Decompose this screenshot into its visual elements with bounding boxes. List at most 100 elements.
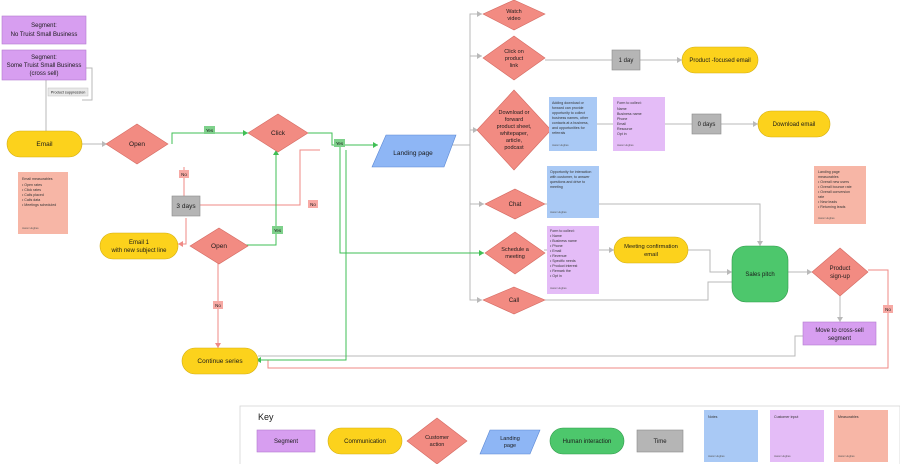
- email-measurables-note: Email measurables • Open rates • Click r…: [18, 172, 68, 234]
- key-notes: Notes Jason Hughes: [704, 410, 758, 462]
- connector-crosssell-continue: [258, 335, 806, 357]
- svg-text:Jason Hughes: Jason Hughes: [22, 226, 39, 230]
- landing-page-node[interactable]: Landing page: [371, 134, 457, 168]
- svg-text:No Truist Small Business: No Truist Small Business: [11, 32, 78, 38]
- svg-text:Watch: Watch: [506, 9, 521, 15]
- zero-days-timer[interactable]: 0 days: [691, 113, 722, 135]
- svg-text:• Calls placed: • Calls placed: [22, 193, 44, 197]
- svg-text:Opt in: Opt in: [617, 132, 627, 136]
- svg-text:• Product interest: • Product interest: [550, 264, 577, 268]
- svg-text:No: No: [310, 202, 316, 207]
- download-forward-action[interactable]: Download or forward product sheet, white…: [476, 89, 552, 171]
- meeting-confirmation-node[interactable]: Meeting confirmation email: [613, 236, 689, 264]
- edge-label-yes: [272, 226, 283, 234]
- one-day-timer[interactable]: 1 day: [611, 49, 641, 71]
- svg-text:segment: segment: [828, 336, 851, 342]
- chat-action[interactable]: Chat: [484, 188, 546, 220]
- continue-series-node[interactable]: Continue series: [181, 347, 259, 375]
- svg-text:• Returning leads: • Returning leads: [818, 205, 846, 209]
- svg-text:Opportunity for interaction: Opportunity for interaction: [550, 170, 591, 174]
- schedule-meeting-action[interactable]: Schedule a meeting: [484, 231, 546, 275]
- segment-no-truist[interactable]: Segment: No Truist Small Business: [1, 15, 87, 45]
- svg-text:Segment:: Segment:: [31, 55, 57, 61]
- svg-text:Jason Hughes: Jason Hughes: [550, 286, 567, 290]
- svg-text:Customer input: Customer input: [774, 415, 798, 419]
- sales-pitch-node[interactable]: Sales pitch: [731, 245, 789, 303]
- edge-label-no: [883, 305, 893, 313]
- segment-some-truist[interactable]: Segment: Some Truist Small Business (cro…: [1, 49, 87, 81]
- open-decision-2[interactable]: Open: [189, 227, 249, 265]
- chat-note: Opportunity for interaction with custome…: [547, 166, 599, 218]
- connector-click-no-3days: [200, 149, 320, 206]
- svg-text:• Overall new users: • Overall new users: [818, 180, 849, 184]
- click-product-link-action[interactable]: Click on product link: [482, 35, 546, 81]
- svg-text:• Open rates: • Open rates: [22, 183, 42, 187]
- connector-call-salespitch: [545, 281, 732, 301]
- connector-3days-email1: [178, 218, 187, 245]
- edge-label-no: [308, 200, 318, 208]
- click-decision[interactable]: Click: [247, 113, 309, 153]
- svg-text:Download email: Download email: [773, 122, 816, 128]
- svg-text:Sales pitch: Sales pitch: [745, 272, 774, 278]
- product-signup-decision[interactable]: Product sign-up: [811, 247, 869, 297]
- connector-segment-suppression: [82, 67, 93, 101]
- svg-text:Name: Name: [617, 107, 627, 111]
- svg-text:• Click rates: • Click rates: [22, 188, 41, 192]
- download-email-node[interactable]: Download email: [757, 110, 831, 138]
- svg-text:with customer, to answer: with customer, to answer: [550, 175, 590, 179]
- svg-text:business names, other: business names, other: [552, 116, 589, 120]
- key-time: Time: [636, 429, 684, 453]
- svg-text:• Email: • Email: [550, 249, 561, 253]
- green-connectors: [171, 132, 484, 361]
- connector-landing-watch: [452, 13, 482, 146]
- svg-text:Phone: Phone: [617, 117, 627, 121]
- svg-text:product: product: [505, 56, 524, 62]
- svg-text:Call: Call: [509, 298, 519, 304]
- key-customer-action: Customer action: [406, 417, 468, 464]
- three-days-timer[interactable]: 3 days: [171, 195, 201, 217]
- svg-text:podcast: podcast: [504, 145, 524, 151]
- svg-text:link: link: [510, 63, 519, 69]
- svg-text:Key: Key: [258, 412, 274, 422]
- svg-text:Product suppression: Product suppression: [51, 91, 86, 95]
- call-action[interactable]: Call: [482, 286, 546, 315]
- svg-text:forward can provide: forward can provide: [552, 106, 584, 110]
- svg-text:Notes: Notes: [708, 415, 718, 419]
- svg-text:and opportunities for: and opportunities for: [552, 126, 586, 130]
- svg-text:email: email: [644, 252, 658, 258]
- svg-text:Jason Hughes: Jason Hughes: [617, 143, 634, 147]
- key-human-interaction: Human interaction: [549, 427, 625, 455]
- product-focused-email-node[interactable]: Product -focused email: [681, 46, 759, 74]
- product-suppression-tag: Product suppression: [47, 87, 89, 97]
- svg-text:Open: Open: [211, 243, 227, 250]
- svg-text:referrals: referrals: [552, 131, 565, 135]
- svg-text:(cross sell): (cross sell): [29, 71, 58, 77]
- svg-text:opportunity to collect: opportunity to collect: [552, 111, 585, 115]
- edge-label-yes: [204, 126, 215, 134]
- form-collect-note-1: Form to collect: Name Business name Phon…: [613, 97, 665, 151]
- edge-labels: Yes Yes Yes No No No No: [179, 126, 893, 313]
- connector-open-yes-click: [171, 132, 248, 144]
- key-landing-page: Landing page: [479, 429, 541, 455]
- svg-text:• Name: • Name: [550, 234, 562, 238]
- open-decision-1[interactable]: Open: [105, 123, 169, 165]
- svg-text:product sheet,: product sheet,: [497, 124, 532, 130]
- svg-text:page: page: [504, 443, 516, 449]
- svg-text:3 days: 3 days: [176, 203, 196, 210]
- svg-text:Adding download or: Adding download or: [552, 101, 585, 105]
- cross-sell-segment[interactable]: Move to cross-sell segment: [802, 321, 877, 346]
- connector-landing-schedule-green: [339, 145, 484, 254]
- email1-resend-node[interactable]: Email 1 with new subject line: [99, 232, 179, 260]
- svg-text:Business name: Business name: [617, 112, 642, 116]
- svg-text:video: video: [507, 16, 520, 22]
- svg-text:0 days: 0 days: [698, 122, 716, 128]
- svg-text:Product -focused email: Product -focused email: [689, 58, 750, 64]
- svg-text:contacts at a business,: contacts at a business,: [552, 121, 589, 125]
- watch-video-action[interactable]: Watch video: [482, 0, 546, 31]
- email-node[interactable]: Email: [6, 130, 83, 158]
- download-note: Adding download or forward can provide o…: [549, 97, 597, 151]
- svg-text:Yes: Yes: [206, 128, 214, 133]
- key-customer-input: Customer input Jason Hughes: [770, 410, 824, 462]
- svg-text:Form to collect:: Form to collect:: [550, 229, 575, 233]
